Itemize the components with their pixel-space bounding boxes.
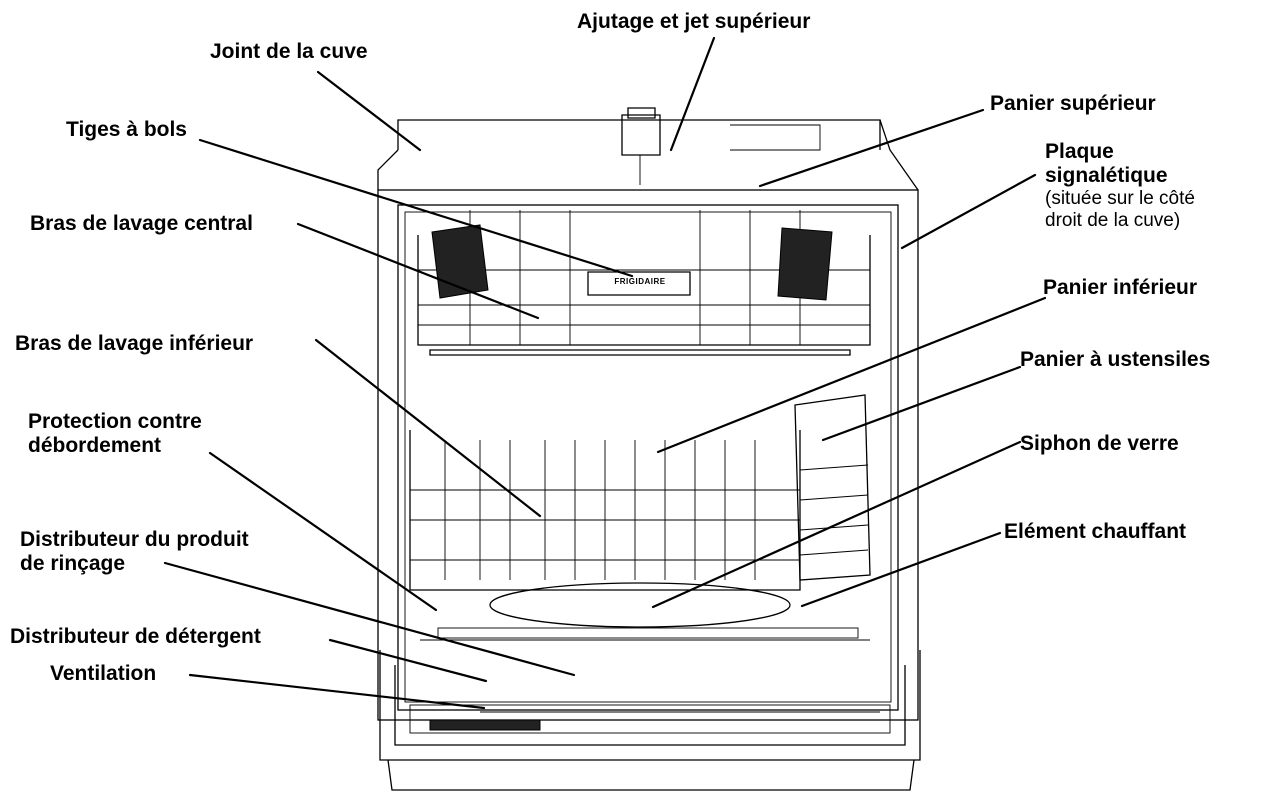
label-distributeur-detergent: Distributeur de détergent xyxy=(10,625,261,648)
leader-ajutage xyxy=(669,36,716,152)
rincage-line2: de rinçage xyxy=(20,552,126,575)
leader-protection xyxy=(208,451,438,612)
leader-lines xyxy=(163,36,1047,710)
leader-ventilation xyxy=(188,673,486,710)
brand-logo: FRIGIDAIRE xyxy=(614,277,666,286)
label-tiges-bols: Tiges à bols xyxy=(66,118,187,141)
label-distributeur-rincage: Distributeur du produit de rinçage xyxy=(20,528,249,576)
label-protection-debordement: Protection contre débordement xyxy=(28,410,202,458)
label-plaque-signaletique: Plaque signalétique (située sur le côté … xyxy=(1045,140,1195,232)
leader-panier-inf xyxy=(656,296,1047,454)
leader-panier-sup xyxy=(758,108,985,188)
plaque-line1: Plaque xyxy=(1045,140,1114,163)
label-ajutage: Ajutage et jet supérieur xyxy=(577,10,811,33)
label-joint-cuve: Joint de la cuve xyxy=(210,40,368,63)
rincage-line1: Distributeur du produit xyxy=(20,528,249,551)
top-housing xyxy=(377,119,919,191)
label-panier-inferieur: Panier inférieur xyxy=(1043,276,1198,299)
leader-rincage xyxy=(163,561,576,677)
tub-frame xyxy=(377,189,919,721)
leader-bras-inf xyxy=(314,338,542,518)
leader-element xyxy=(800,531,1002,608)
label-siphon-verre: Siphon de verre xyxy=(1020,432,1179,455)
label-bras-inferieur: Bras de lavage inférieur xyxy=(15,332,254,355)
door xyxy=(379,650,921,791)
leader-ustensiles xyxy=(821,365,1022,442)
upper-spray-nozzle xyxy=(621,107,661,185)
plaque-note1: (située sur le côté xyxy=(1045,188,1195,209)
lower-rack xyxy=(409,430,801,591)
label-panier-ustensiles: Panier à ustensiles xyxy=(1020,348,1211,371)
leader-siphon xyxy=(651,440,1022,609)
tub-bottom xyxy=(420,582,870,641)
leader-plaque xyxy=(900,173,1037,250)
utensil-basket xyxy=(794,394,871,581)
leader-tiges xyxy=(198,138,634,278)
leader-bras-central xyxy=(296,222,540,320)
leader-detergent xyxy=(328,638,488,683)
plaque-note2: droit de la cuve) xyxy=(1045,210,1181,231)
protection-line2: débordement xyxy=(28,434,162,457)
plaque-line2: signalétique xyxy=(1045,164,1168,187)
leader-joint xyxy=(316,70,422,152)
protection-line1: Protection contre xyxy=(28,410,202,433)
label-element-chauffant: Elément chauffant xyxy=(1004,520,1187,543)
label-panier-superieur: Panier supérieur xyxy=(990,92,1156,115)
label-bras-central: Bras de lavage central xyxy=(30,212,253,235)
label-ventilation: Ventilation xyxy=(50,662,157,685)
upper-rack xyxy=(417,210,871,356)
